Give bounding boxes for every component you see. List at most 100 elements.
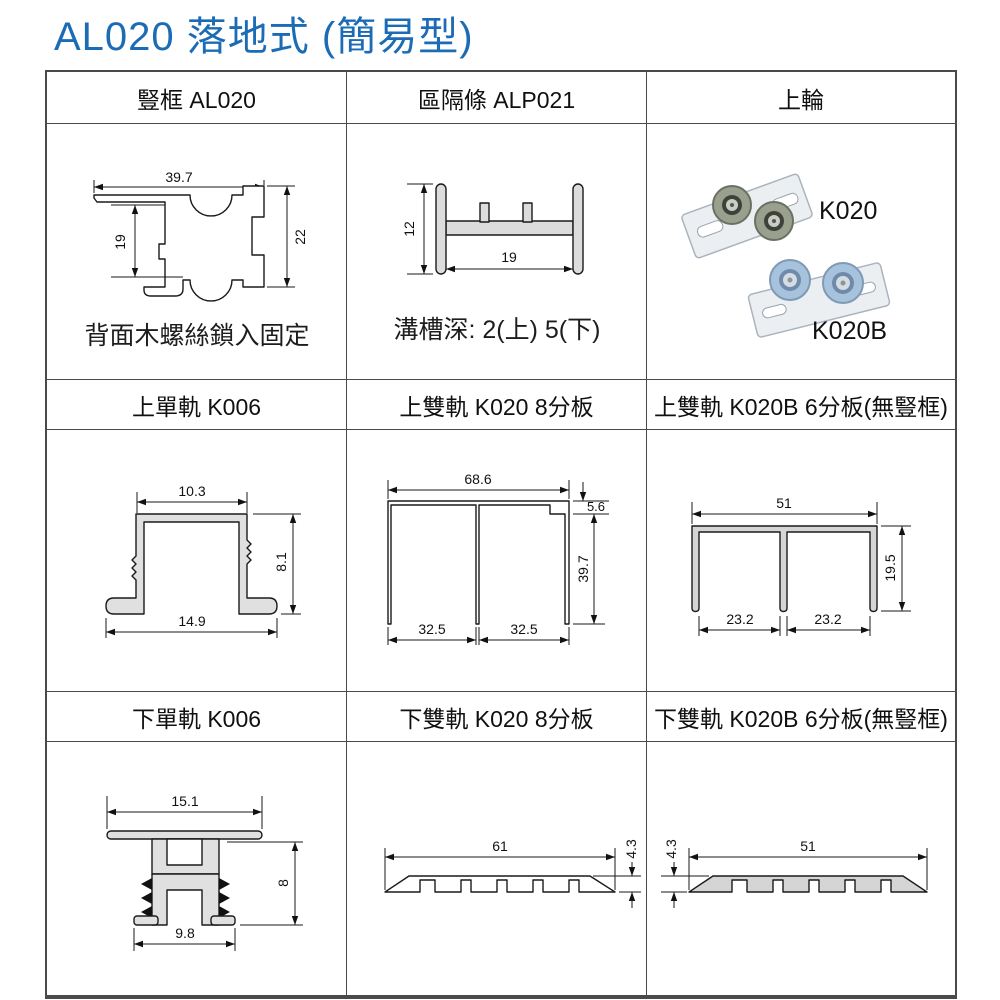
- header-r1c2: 區隔條 ALP021: [347, 72, 647, 124]
- profile-outline: [106, 830, 263, 926]
- svg-text:39.7: 39.7: [575, 555, 591, 582]
- header-label: 區隔條 ALP021: [417, 86, 576, 113]
- dim-height-4-3: 4.3: [593, 839, 641, 908]
- svg-text:19.5: 19.5: [882, 554, 898, 581]
- svg-text:19: 19: [501, 249, 517, 265]
- header-r1c3: 上輪: [647, 72, 955, 124]
- header-r3c3: 下雙軌 K020B 6分板(無豎框): [647, 692, 955, 742]
- profile-outline: [691, 525, 878, 613]
- header-label: 上雙軌 K020 8分板: [399, 393, 594, 420]
- svg-text:23.2: 23.2: [726, 611, 753, 627]
- top-rollers-photo: K020 K020B: [681, 173, 891, 345]
- top-double-track-k020b-drawing: 51 19.5 23.2 23.2: [691, 495, 911, 636]
- dim-top-51: 51: [691, 495, 878, 524]
- svg-text:10.3: 10.3: [178, 483, 205, 499]
- dim-bottom-right-23-2: 23.2: [786, 611, 871, 636]
- svg-text:61: 61: [492, 838, 508, 854]
- svg-text:32.5: 32.5: [418, 621, 445, 637]
- profile-outline: [387, 500, 570, 625]
- dim-height-19-5: 19.5: [881, 525, 911, 612]
- dim-width-61: 61: [384, 838, 616, 890]
- header-r3c2: 下雙軌 K020 8分板: [347, 692, 647, 742]
- dim-width-51: 51: [688, 838, 928, 890]
- figure-r3c2: 61 4.3: [347, 742, 647, 995]
- header-r3c1: 下單軌 K006: [47, 692, 347, 742]
- dim-top-68-6: 68.6: [387, 471, 570, 499]
- svg-text:4.3: 4.3: [663, 839, 679, 859]
- svg-text:12: 12: [401, 221, 417, 237]
- figure-caption: 溝槽深: 2(上) 5(下): [394, 316, 601, 344]
- dim-top-39-7: 39.7: [93, 169, 265, 193]
- svg-text:15.1: 15.1: [171, 793, 198, 809]
- header-label: 下雙軌 K020B 6分板(無豎框): [654, 705, 948, 732]
- catalog-table: 豎框 AL020 區隔條 ALP021 上輪 39.7 19 22: [45, 70, 957, 999]
- dim-height-12: 12: [401, 183, 433, 275]
- dim-height-39-7: 39.7: [573, 514, 605, 625]
- figure-caption: 背面木螺絲鎖入固定: [84, 322, 309, 350]
- profile-outline: [105, 513, 278, 615]
- header-label: 下雙軌 K020 8分板: [399, 705, 594, 732]
- figure-r1c2: 12 19 溝槽深: 2(上) 5(下): [347, 124, 647, 380]
- svg-text:8.1: 8.1: [273, 552, 289, 572]
- dim-top-10-3: 10.3: [136, 483, 248, 513]
- dim-bottom-14-9: 14.9: [105, 613, 278, 638]
- profile-outline: [688, 875, 928, 893]
- svg-text:14.9: 14.9: [178, 613, 205, 629]
- roller-k020b: [747, 259, 891, 338]
- dim-height-4-3: 4.3: [661, 839, 709, 908]
- figure-r2c3: 51 19.5 23.2 23.2: [647, 430, 955, 692]
- svg-text:23.2: 23.2: [814, 611, 841, 627]
- figure-r3c1: 15.1 8 9.8: [47, 742, 347, 995]
- dim-bottom-left-23-2: 23.2: [698, 611, 781, 636]
- header-label: 豎框 AL020: [137, 86, 256, 113]
- svg-text:4.3: 4.3: [623, 839, 639, 859]
- figure-r2c1: 10.3 8.1 14.9: [47, 430, 347, 692]
- header-label: 上輪: [778, 86, 824, 113]
- figure-r3c3: 4.3 51: [647, 742, 955, 995]
- dim-step-5-6: 5.6: [573, 482, 609, 515]
- page-title: AL020 落地式 (簡易型): [54, 15, 474, 59]
- header-label: 下單軌 K006: [131, 705, 262, 732]
- svg-text:39.7: 39.7: [165, 169, 192, 185]
- dim-top-15-1: 15.1: [106, 793, 263, 829]
- figure-r1c3: K020 K020B: [647, 124, 955, 380]
- roller-label-k020: K020: [819, 197, 877, 225]
- bottom-single-track-k006-drawing: 15.1 8 9.8: [106, 793, 303, 951]
- profile-outline: [435, 183, 584, 275]
- svg-text:5.6: 5.6: [587, 499, 605, 514]
- roller-k020: [681, 173, 813, 259]
- dim-left-19: 19: [111, 204, 183, 278]
- svg-text:9.8: 9.8: [175, 925, 195, 941]
- header-r2c2: 上雙軌 K020 8分板: [347, 380, 647, 430]
- dim-width-19: 19: [446, 249, 573, 273]
- header-r1c1: 豎框 AL020: [47, 72, 347, 124]
- header-r2c1: 上單軌 K006: [47, 380, 347, 430]
- bottom-double-track-k020-drawing: 61 4.3: [384, 838, 641, 908]
- figure-r1c1: 39.7 19 22 背面木螺絲鎖入固定: [47, 124, 347, 380]
- svg-text:51: 51: [800, 838, 816, 854]
- header-r2c3: 上雙軌 K020B 6分板(無豎框): [647, 380, 955, 430]
- divider-strip-alp021-drawing: 12 19 溝槽深: 2(上) 5(下): [394, 183, 601, 344]
- vertical-frame-al020-drawing: 39.7 19 22 背面木螺絲鎖入固定: [84, 169, 309, 350]
- svg-text:22: 22: [292, 229, 308, 245]
- dim-bottom-left-32-5: 32.5: [387, 621, 477, 645]
- bottom-double-track-k020b-drawing: 4.3 51: [661, 838, 928, 908]
- svg-text:8: 8: [275, 879, 291, 887]
- figure-r2c2: 68.6 5.6 39.7 32.5: [347, 430, 647, 692]
- header-label: 上雙軌 K020B 6分板(無豎框): [654, 393, 948, 420]
- top-double-track-k020-drawing: 68.6 5.6 39.7 32.5: [387, 471, 609, 645]
- roller-label-k020b: K020B: [812, 317, 887, 345]
- svg-text:51: 51: [776, 495, 792, 511]
- profile-outline: [384, 875, 616, 893]
- dim-height-8: 8: [227, 841, 303, 926]
- svg-text:32.5: 32.5: [510, 621, 537, 637]
- header-label: 上單軌 K006: [131, 393, 262, 420]
- dim-right-22: 22: [267, 185, 308, 288]
- dim-bottom-9-8: 9.8: [133, 925, 236, 951]
- dim-height-8-1: 8.1: [253, 513, 301, 615]
- profile-outline: [93, 185, 265, 302]
- top-single-track-k006-drawing: 10.3 8.1 14.9: [105, 483, 301, 638]
- dim-bottom-right-32-5: 32.5: [478, 621, 570, 645]
- svg-text:19: 19: [112, 234, 128, 250]
- svg-text:68.6: 68.6: [464, 471, 491, 487]
